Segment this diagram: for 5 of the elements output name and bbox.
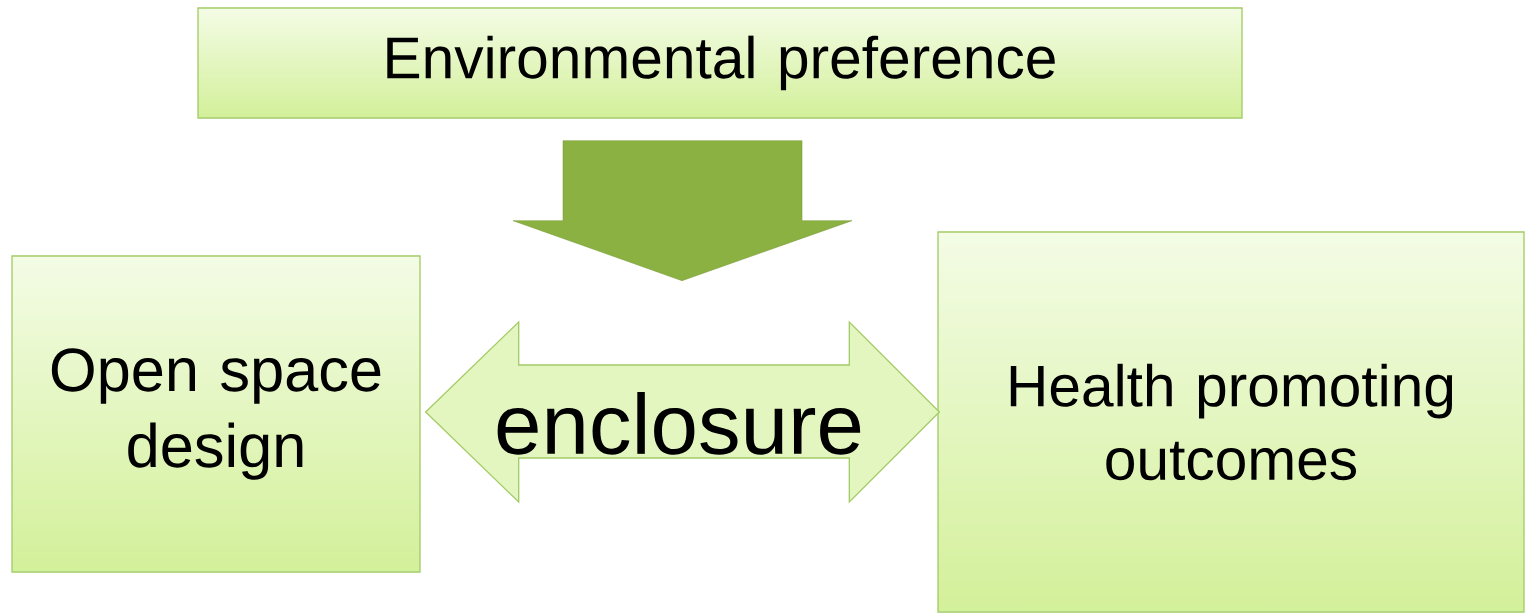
text-box: Open space design (11, 255, 421, 573)
edge-label: enclosure (497, 392, 861, 455)
block-arrow (512, 140, 853, 281)
text-box: Environmental preference (197, 7, 1243, 119)
text-box: Health promoting outcomes (937, 231, 1525, 613)
